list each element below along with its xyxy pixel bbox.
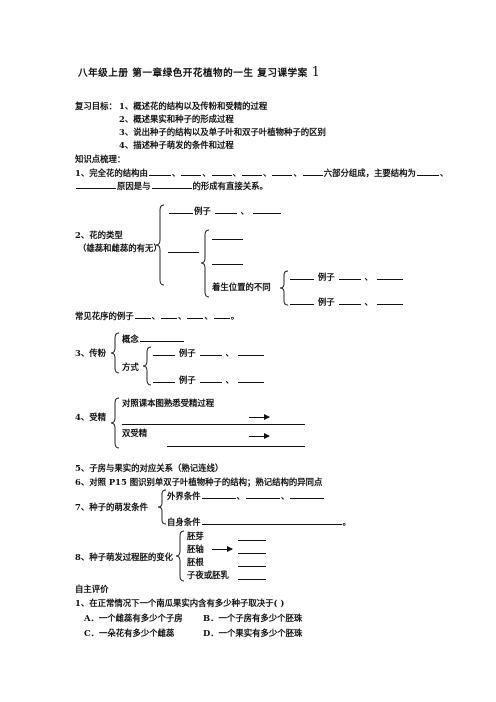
option-a[interactable]: A．一个雌蕊有多少个子房 — [84, 613, 183, 623]
title-number: 1 — [311, 65, 321, 80]
q3-method-row2: 例子 、 — [152, 374, 265, 386]
answer-blank[interactable] — [290, 490, 325, 499]
answer-blank[interactable] — [139, 333, 184, 342]
q2-position-label: 着生位置的不同 — [212, 282, 271, 292]
q4-double: 双受精 — [122, 428, 148, 438]
answer-blank[interactable] — [376, 271, 403, 280]
answer-blank[interactable] — [238, 579, 266, 580]
brace — [155, 204, 165, 286]
answer-blank[interactable] — [416, 167, 439, 176]
q2-position-row2: 例子 、 — [289, 296, 404, 308]
answer-blank[interactable] — [245, 490, 280, 499]
title-main: 八年级上册 第一章绿色开花植物的一生 复习课学案 — [78, 68, 308, 79]
brace — [110, 397, 120, 449]
goal-item: 4、描述种子萌发的条件和过程 — [119, 140, 234, 150]
answer-blank[interactable] — [238, 566, 266, 567]
arrow-icon — [249, 433, 270, 439]
answer-blank[interactable] — [237, 347, 264, 356]
answer-blank[interactable] — [290, 271, 314, 280]
q2-title: 2、花的类型 — [75, 230, 123, 240]
self-eval-question: 1、在正常情况下一个南瓜果实内含有多少种子取决于( ) — [75, 598, 285, 608]
brace — [157, 489, 167, 525]
q7-title: 7、种子的萌发条件 — [75, 502, 148, 512]
option-d[interactable]: D．一个果实有多少个胚珠 — [203, 628, 303, 638]
q6-text: 6、对照 P15 图识别单双子叶植物种子的结构；熟记结构的异同点 — [75, 477, 323, 487]
answer-blank[interactable] — [161, 310, 177, 319]
answer-blank[interactable] — [338, 296, 361, 305]
embryo-part: 胚轴 — [187, 544, 204, 554]
q3-title: 3、传粉 — [75, 348, 106, 358]
page-title: 八年级上册 第一章绿色开花植物的一生 复习课学案 1 — [78, 65, 321, 80]
self-eval-label: 自主评价 — [75, 584, 109, 594]
answer-blank[interactable] — [212, 239, 243, 240]
answer-blank[interactable] — [167, 446, 305, 447]
q7-self: 自身条件。 — [167, 516, 351, 527]
arrow-icon — [212, 546, 233, 552]
answer-blank[interactable] — [238, 553, 266, 554]
answer-blank[interactable] — [338, 271, 361, 280]
answer-blank[interactable] — [376, 296, 403, 305]
embryo-part: 子夜或胚乳 — [187, 570, 229, 580]
option-b[interactable]: B．一个子房有多少个胚珠 — [203, 613, 303, 623]
q4-line1: 对照课本图熟悉受精过程 — [122, 398, 215, 408]
answer-blank[interactable] — [153, 347, 175, 356]
goals-label: 复习目标： — [75, 101, 117, 111]
goal-item: 1、概述花的结构以及传粉和受精的过程 — [119, 101, 268, 111]
brace — [200, 229, 210, 298]
q2-row1: 例子 、 — [168, 205, 282, 217]
answer-blank[interactable] — [153, 374, 175, 383]
inflorescence-line: 常见花序的例子、、、。 — [75, 310, 240, 321]
arrow-icon — [249, 414, 270, 420]
q2-note: （雄蕊和雌蕊的有无） — [78, 243, 162, 253]
q7-external: 外界条件、、 — [167, 490, 325, 502]
answer-blank[interactable] — [169, 205, 193, 214]
brace — [110, 332, 120, 374]
knowledge-label: 知识点梳理： — [75, 154, 126, 164]
embryo-part: 胚根 — [187, 557, 204, 567]
answer-blank[interactable] — [241, 167, 262, 176]
answer-blank[interactable] — [214, 205, 237, 214]
answer-blank[interactable] — [76, 180, 116, 189]
answer-blank[interactable] — [199, 374, 222, 383]
q3-method-row1: 例子 、 — [152, 347, 265, 359]
answer-blank[interactable] — [187, 310, 204, 319]
answer-blank[interactable] — [237, 374, 264, 383]
answer-blank[interactable] — [151, 180, 192, 189]
answer-blank[interactable] — [134, 310, 151, 319]
answer-blank[interactable] — [211, 167, 232, 176]
q8-title: 8、种子萌发过程胚的变化 — [75, 552, 173, 562]
answer-blank[interactable] — [199, 347, 222, 356]
answer-blank[interactable] — [213, 310, 230, 319]
q5-text: 5、子房与果实的对应关系（熟记连线） — [75, 463, 224, 473]
answer-blank[interactable] — [272, 167, 293, 176]
brace — [175, 530, 185, 582]
option-c[interactable]: C．一朵花有多少个雌蕊 — [84, 628, 175, 638]
q1-line2: 原因是与的形成有直接关系。 — [75, 180, 268, 192]
answer-blank[interactable] — [302, 167, 323, 176]
goal-item: 2、概述果实和种子的形成过程 — [119, 114, 234, 124]
q2-position-row1: 例子 、 — [289, 271, 404, 283]
answer-blank[interactable] — [212, 264, 243, 265]
q4-title: 4、受精 — [75, 412, 106, 422]
answer-blank[interactable] — [122, 424, 305, 425]
answer-blank[interactable] — [201, 490, 236, 499]
q1-line1: 1、完全花的结构由、、、、、六部分组成，主要结构为、 — [75, 167, 449, 178]
answer-blank[interactable] — [290, 296, 314, 305]
answer-blank[interactable] — [168, 252, 199, 253]
answer-blank[interactable] — [252, 205, 281, 214]
brace — [142, 346, 152, 386]
goal-item: 3、说出种子的结构以及单子叶和双子叶植物种子的区别 — [119, 127, 326, 137]
answer-blank[interactable] — [148, 167, 171, 176]
brace — [279, 270, 289, 306]
answer-blank[interactable] — [201, 516, 342, 525]
answer-blank[interactable] — [181, 167, 202, 176]
embryo-part: 胚芽 — [187, 531, 204, 541]
answer-blank[interactable] — [238, 540, 266, 541]
q3-concept: 概念 — [122, 333, 185, 345]
q3-method: 方式 — [122, 362, 139, 372]
